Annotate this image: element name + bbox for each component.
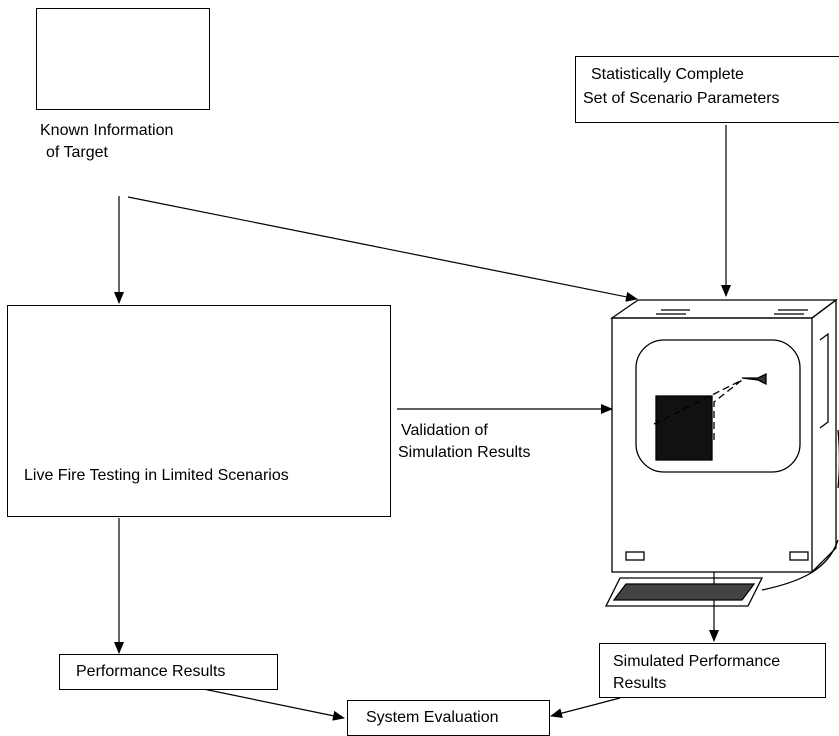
target-image-box	[36, 8, 210, 110]
live-fire-label: Live Fire Testing in Limited Scenarios	[24, 467, 289, 484]
simulated-line2: Results	[613, 675, 667, 692]
scenario-line1: Statistically Complete	[591, 66, 744, 83]
system-evaluation-label: System Evaluation	[366, 709, 499, 726]
validation-line1: Validation of	[401, 422, 488, 439]
scenario-line2: Set of Scenario Parameters	[583, 90, 780, 107]
validation-line2: Simulation Results	[398, 444, 531, 461]
system-evaluation-box	[347, 700, 550, 736]
scenario-parameters-box	[575, 56, 839, 123]
simulated-line1: Simulated Performance	[613, 653, 781, 670]
arrow-simulated-to-evaluation	[550, 697, 621, 719]
target-label-line1: Known Information	[40, 122, 174, 139]
performance-results-label: Performance Results	[76, 663, 226, 680]
arrow-target-to-computer	[127, 196, 638, 302]
simulated-results-box	[599, 643, 826, 698]
live-fire-testing-box	[7, 305, 391, 517]
computer-illustration	[604, 298, 839, 607]
performance-results-box	[59, 654, 278, 690]
target-label-line2: of Target	[46, 144, 108, 161]
